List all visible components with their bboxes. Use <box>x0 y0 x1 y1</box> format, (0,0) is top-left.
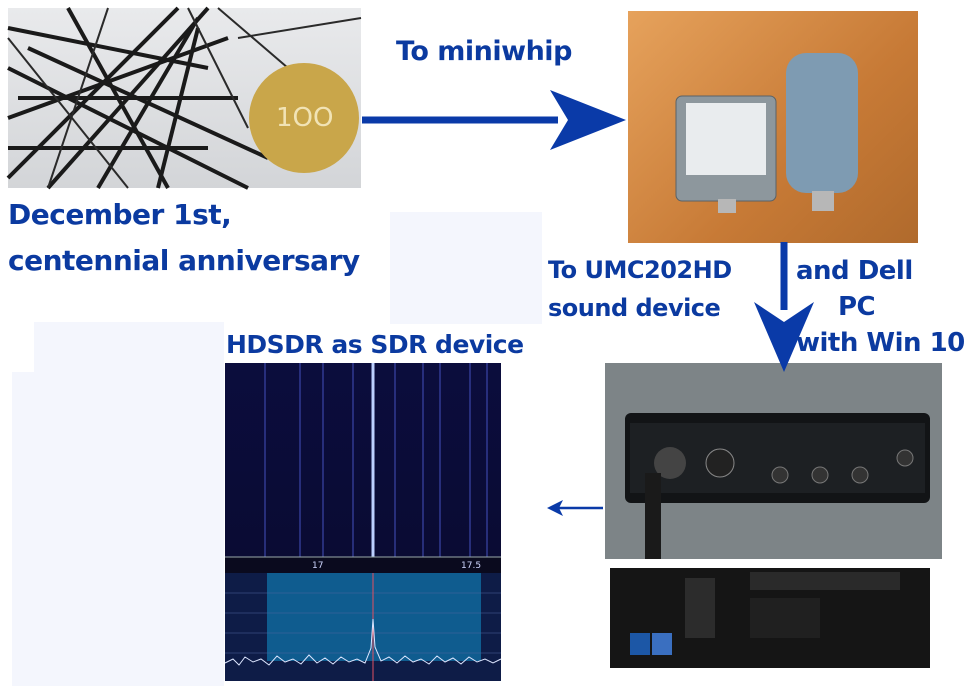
dell-label-line1: and Dell <box>796 256 913 286</box>
dell-label-line2: PC <box>838 292 876 322</box>
svg-text:1OO: 1OO <box>276 103 333 133</box>
centennial-label-line2: centennial anniversary <box>8 244 360 277</box>
to-miniwhip-label: To miniwhip <box>396 36 572 67</box>
sdr-tick-17: 17 <box>312 561 324 571</box>
tower-photo: 1OO <box>6 6 362 190</box>
to-umc-label-line2: sound device <box>548 294 721 322</box>
centennial-label-line1: December 1st, <box>8 198 232 231</box>
umc202hd-photo <box>605 363 942 559</box>
dell-label-line3: with Win 10 <box>796 328 965 358</box>
miniwhip-photo <box>628 11 918 243</box>
background-panel <box>12 372 42 686</box>
sdr-tick-17-5: 17.5 <box>461 561 482 571</box>
hdsdr-screenshot <box>224 363 502 681</box>
to-umc-label-line1: To UMC202HD <box>548 256 732 284</box>
arrow-to-miniwhip <box>362 90 626 150</box>
arrow-to-umc <box>754 242 814 372</box>
background-panel <box>34 322 224 686</box>
arrow-to-hdsdr <box>547 500 603 516</box>
hdsdr-label: HDSDR as SDR device <box>226 330 524 359</box>
background-panel <box>390 212 542 324</box>
dell-pc-photo <box>610 568 930 668</box>
